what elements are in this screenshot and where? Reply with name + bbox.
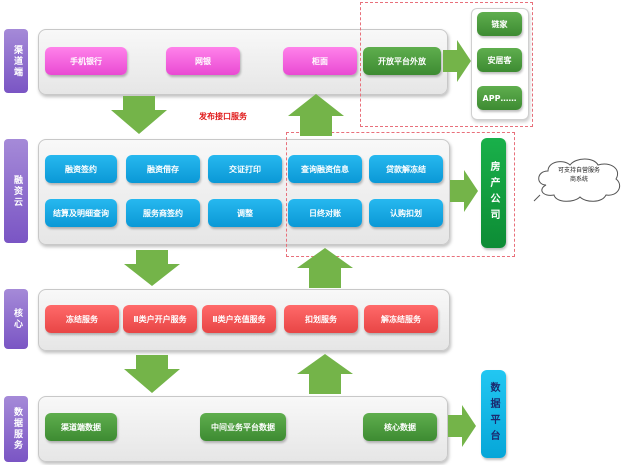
publish-interface-caption: 发布接口服务 [199, 112, 247, 121]
arrow-up-finance-channel [288, 94, 344, 136]
channel-data-button[interactable]: 渠道端数据 [45, 413, 117, 441]
note-text: 可支持自营服务商系统 [557, 167, 600, 183]
daily-reconciliation-button[interactable]: 日终对账 [288, 199, 362, 227]
provider-sign-button[interactable]: 服务商签约 [126, 199, 200, 227]
arrow-down-finance-core [124, 250, 180, 286]
note-cloud [533, 158, 621, 202]
arrow-down-core-data [124, 355, 180, 393]
arrow-right-real-estate [450, 170, 478, 212]
external-dashed-box [360, 2, 533, 127]
arrow-up-core-finance [297, 248, 353, 288]
account-open-service-button[interactable]: Ⅱ类户开户服务 [123, 305, 197, 333]
online-banking-button[interactable]: 网银 [166, 47, 240, 75]
finance-sign-button[interactable]: 融资签约 [45, 155, 117, 183]
layer-label-core: 核心 [4, 289, 28, 349]
query-finance-info-button[interactable]: 查询融资信息 [288, 155, 362, 183]
layer-label-finance-cloud: 融资云 [4, 139, 28, 243]
layer-label-channel: 渠道端 [4, 29, 28, 93]
arrow-up-data-core [297, 354, 353, 394]
finance-dashed-box [286, 132, 515, 257]
unfreeze-service-button[interactable]: 解冻结服务 [364, 305, 438, 333]
external-item-anjuke[interactable]: 安居客 [477, 48, 522, 72]
arrow-right-data-platform [448, 405, 476, 447]
arrow-right-external [443, 40, 471, 82]
voucher-print-button[interactable]: 交证打印 [208, 155, 282, 183]
external-item-app[interactable]: APP…… [477, 86, 522, 110]
loan-unfreeze-button[interactable]: 贷款解冻结 [369, 155, 443, 183]
mobile-banking-button[interactable]: 手机银行 [45, 47, 127, 75]
counter-button[interactable]: 柜面 [283, 47, 357, 75]
freeze-service-button[interactable]: 冻结服务 [45, 305, 119, 333]
settlement-query-button[interactable]: 结算及明细查询 [45, 199, 117, 227]
adjust-button[interactable]: 调整 [208, 199, 282, 227]
layer-label-data-service: 数据服务 [4, 396, 28, 462]
external-item-lianjia[interactable]: 链家 [477, 12, 522, 36]
deduct-service-button[interactable]: 扣划服务 [284, 305, 358, 333]
middle-platform-data-button[interactable]: 中间业务平台数据 [200, 413, 286, 441]
subscription-deduct-button[interactable]: 认购扣划 [369, 199, 443, 227]
open-platform-button[interactable]: 开放平台外放 [363, 47, 441, 75]
real-estate-company[interactable]: 房产公司 [481, 138, 506, 248]
core-data-button[interactable]: 核心数据 [363, 413, 437, 441]
data-platform[interactable]: 数据平台 [481, 370, 506, 458]
account-recharge-service-button[interactable]: Ⅱ类户充值服务 [202, 305, 276, 333]
finance-deposit-button[interactable]: 融资借存 [126, 155, 200, 183]
arrow-down-channel-finance [111, 96, 167, 134]
